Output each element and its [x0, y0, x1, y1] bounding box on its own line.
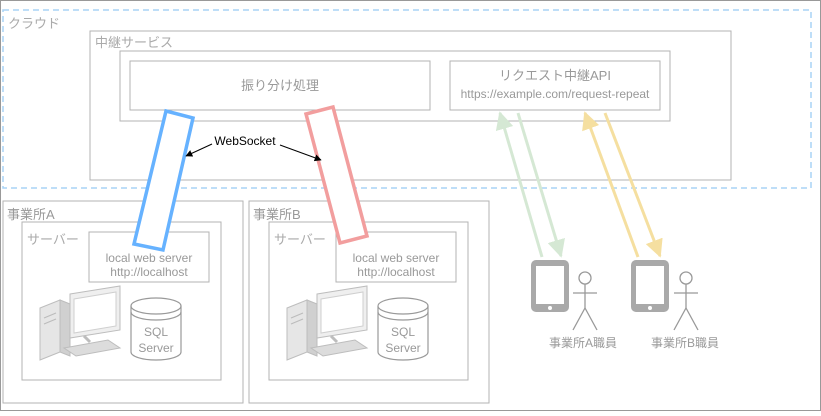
relay-inner-box [119, 50, 671, 122]
office-a-web-server-line1: local web server [106, 251, 193, 265]
computer-icon [286, 285, 369, 361]
relay-api-box [449, 60, 661, 111]
tablet-icon [531, 260, 569, 312]
computer-icon [39, 285, 122, 361]
person-icon [572, 271, 598, 331]
database-icon [377, 297, 429, 361]
office-a-label: 事業所A [7, 207, 55, 222]
office-a-server-box [21, 221, 222, 381]
relay-api-name: リクエスト中継API [499, 68, 611, 83]
office-b-label: 事業所B [253, 207, 301, 222]
office-a-server-label: サーバー [27, 232, 79, 247]
office-a-db-line2: Server [138, 341, 173, 355]
office-b-server-box [268, 221, 469, 381]
office-b-server-label: サーバー [274, 232, 326, 247]
person-icon [673, 271, 699, 331]
dispatch-box [129, 60, 431, 111]
websocket-arrow-b [279, 144, 322, 162]
office-b-box [248, 200, 490, 404]
office-b-db-line1: SQL [391, 325, 415, 339]
relay-service-label: 中継サービス [95, 35, 173, 50]
database-icon [130, 297, 182, 361]
office-b-web-server-line1: local web server [353, 251, 440, 265]
cloud-label: クラウド [8, 16, 60, 31]
relay-api-url: https://example.com/request-repeat [461, 87, 650, 101]
websocket-arrow-a [185, 143, 213, 157]
websocket-tunnel-b [303, 104, 370, 246]
websocket-label: WebSocket [214, 134, 276, 148]
staff-a-response-arrow [516, 112, 565, 258]
dispatch-label: 振り分け処理 [241, 78, 319, 93]
relay-service-box [89, 30, 732, 181]
staff-b-request-arrow [582, 111, 640, 258]
office-b-db-line2: Server [385, 341, 420, 355]
tablet-icon [631, 260, 669, 312]
staff-a-request-arrow [495, 111, 544, 258]
staff-b-response-arrow [603, 112, 663, 258]
staff-b-label: 事業所B職員 [651, 336, 719, 350]
office-b-web-server-line2: http://localhost [357, 265, 435, 279]
office-a-web-server-line2: http://localhost [110, 265, 188, 279]
staff-a-label: 事業所A職員 [549, 336, 617, 350]
office-a-box [2, 200, 244, 404]
cloud-boundary [2, 9, 812, 189]
websocket-tunnel-a [131, 108, 196, 253]
office-a-db-line1: SQL [144, 325, 168, 339]
